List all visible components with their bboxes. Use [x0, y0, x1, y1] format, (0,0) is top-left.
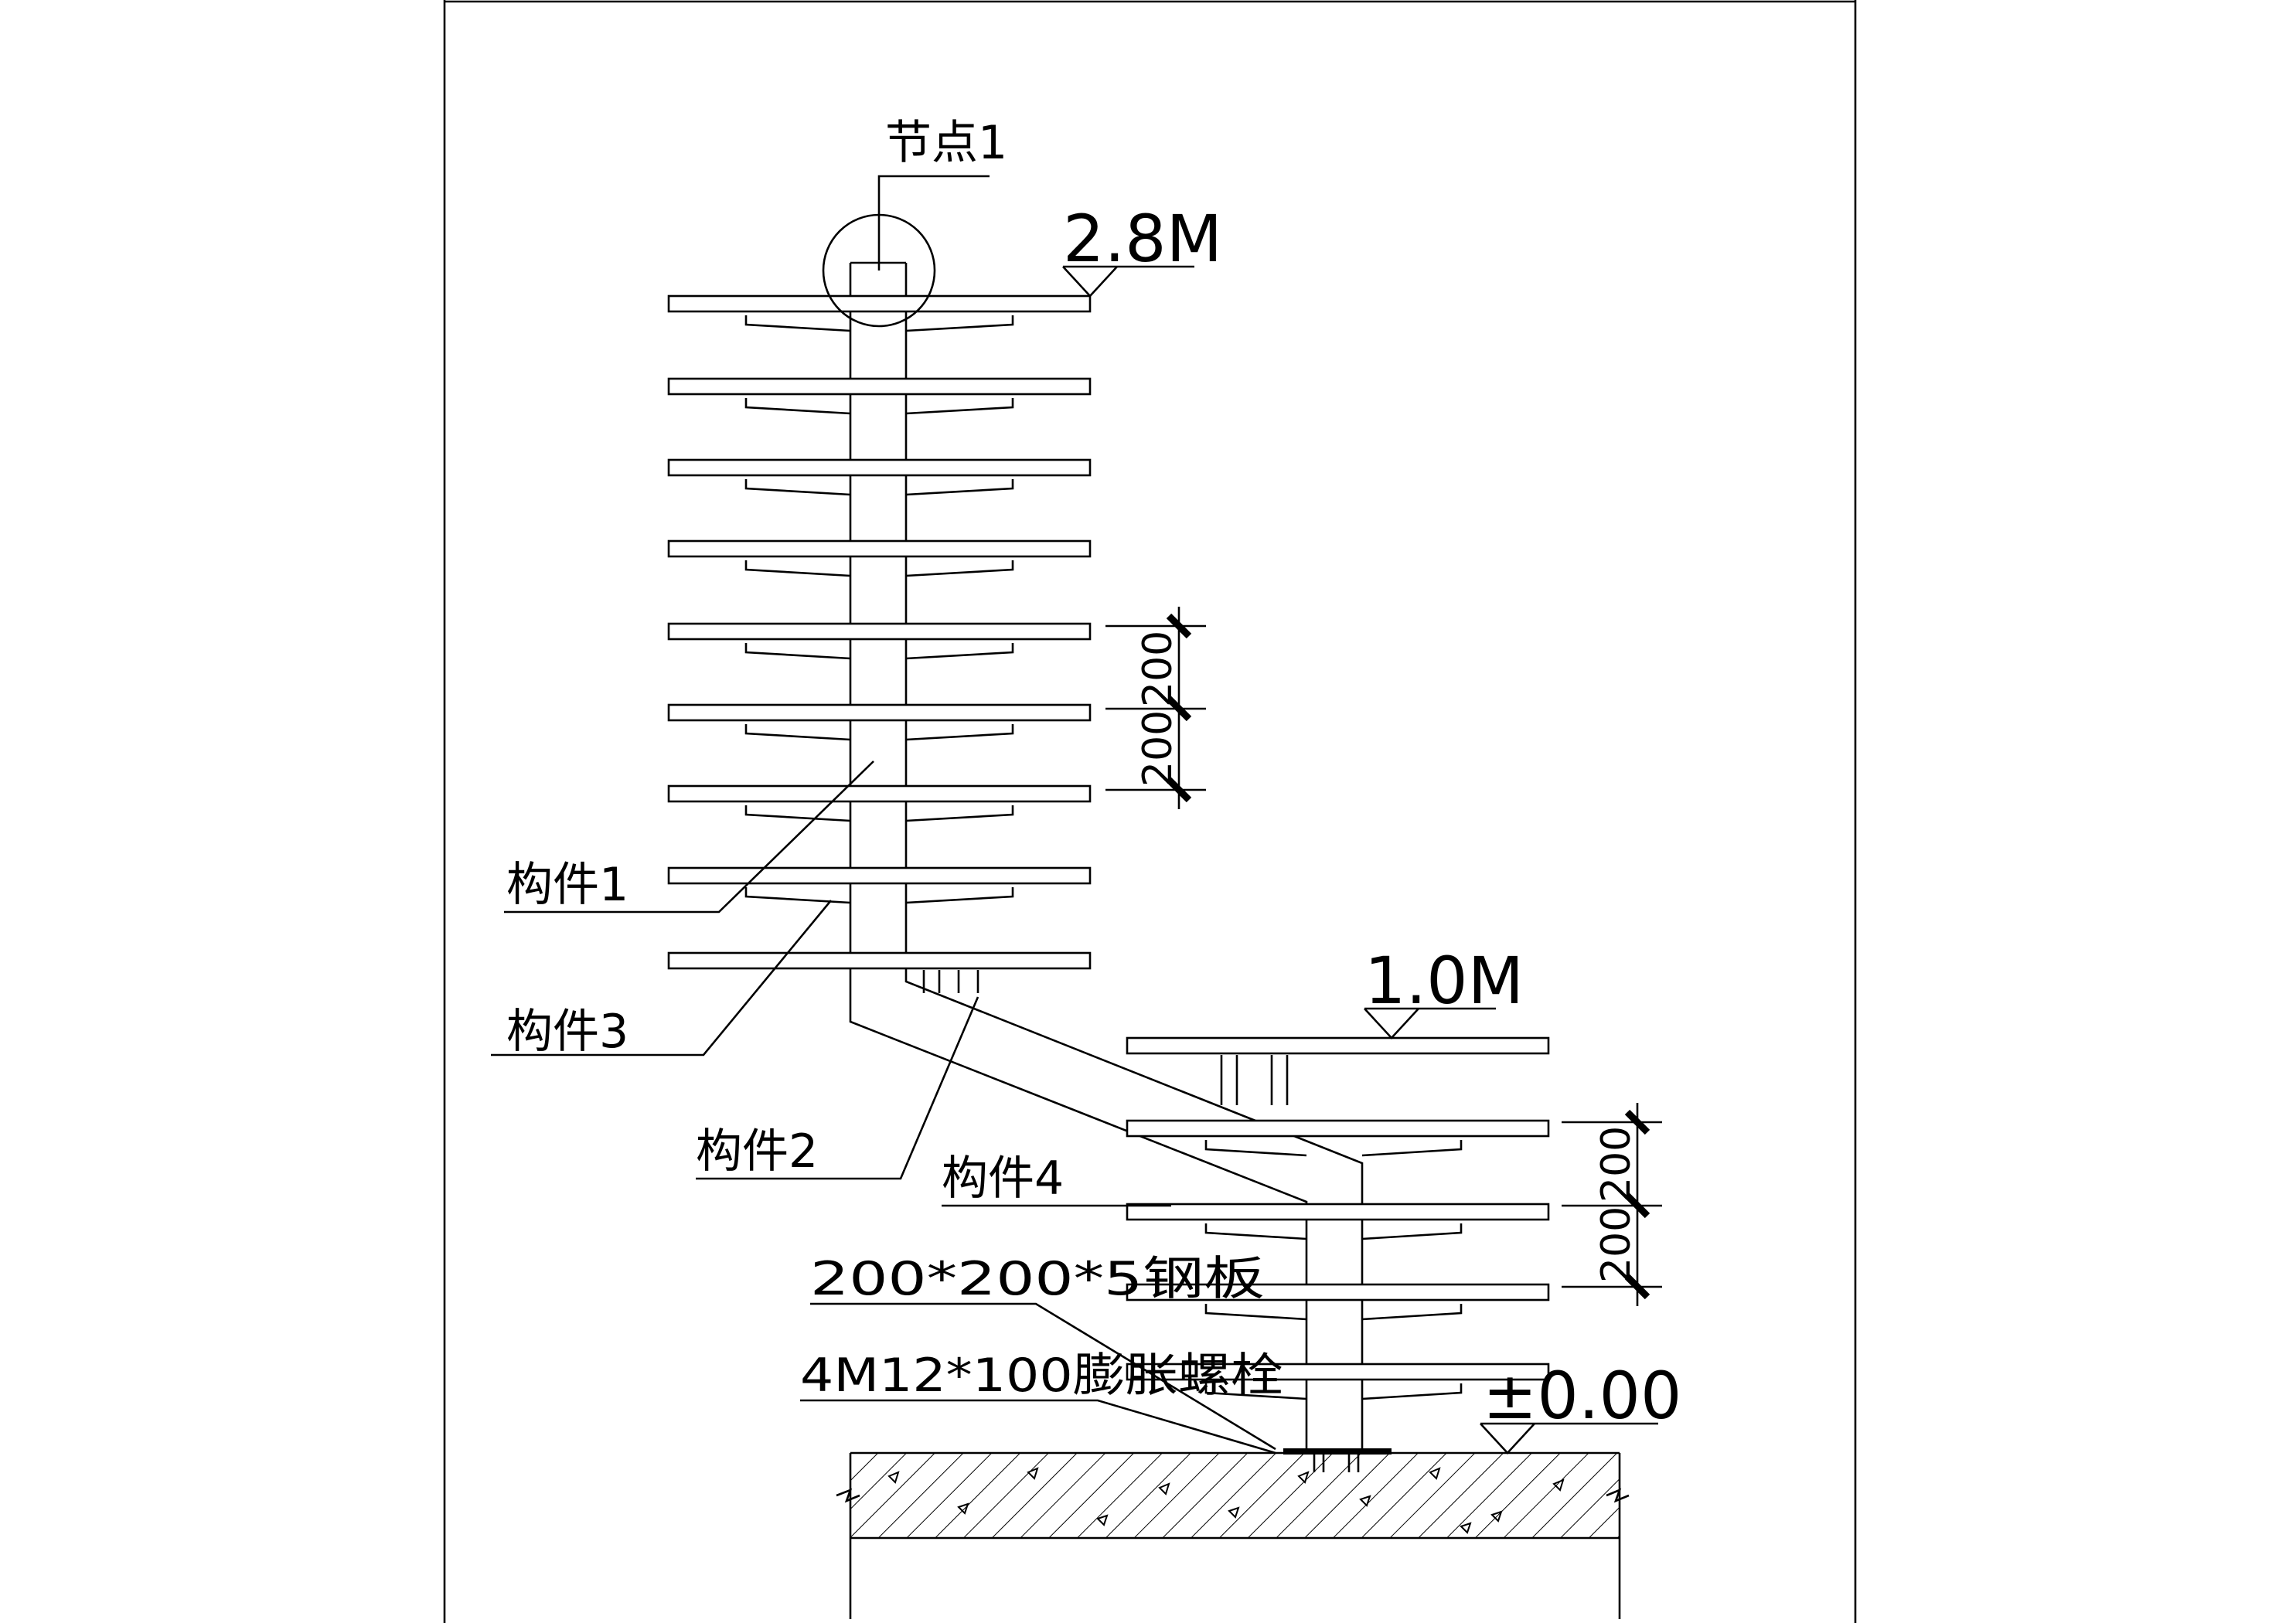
aggregate-marks — [887, 1467, 1565, 1534]
leader-lines — [491, 760, 1276, 1455]
upper-treads — [667, 294, 1092, 970]
steel-plate-label: 200*200*5钢板 — [810, 1252, 1265, 1306]
annotations: 节点1 2.8M 1.0M ±0.00 构件1 构件3 构件2 构件4 200*… — [506, 116, 1681, 1434]
member-2-label: 构件2 — [696, 1125, 818, 1179]
elevation-ground-label: ±0.00 — [1483, 1358, 1681, 1434]
sheet-frame — [443, 0, 1857, 1623]
dimension-upper — [1105, 607, 1206, 809]
concrete-slab — [836, 1451, 1630, 1619]
elevation-top-label: 2.8M — [1063, 201, 1222, 277]
member-4-label: 构件4 — [942, 1152, 1064, 1206]
node-1-callout — [822, 175, 990, 328]
member-1-label: 构件1 — [506, 858, 629, 912]
dim-upper-2: 200 — [1135, 710, 1181, 787]
lower-brackets — [1204, 1055, 1463, 1400]
elevation-mid-label: 1.0M — [1364, 943, 1524, 1019]
lower-treads — [1126, 1036, 1550, 1381]
dim-lower-1: 200 — [1593, 1126, 1640, 1203]
dim-upper-1: 200 — [1135, 631, 1181, 707]
member-3-label: 构件3 — [506, 1005, 629, 1059]
dimension-lower — [1562, 1103, 1662, 1306]
elevation-marks — [1062, 265, 1658, 1455]
node-label: 节点1 — [885, 116, 1007, 170]
base-plate — [1283, 1448, 1392, 1472]
upper-brackets — [744, 315, 1014, 993]
dim-lower-2: 200 — [1593, 1206, 1640, 1283]
expansion-bolt-label: 4M12*100膨胀螺栓 — [800, 1349, 1283, 1403]
